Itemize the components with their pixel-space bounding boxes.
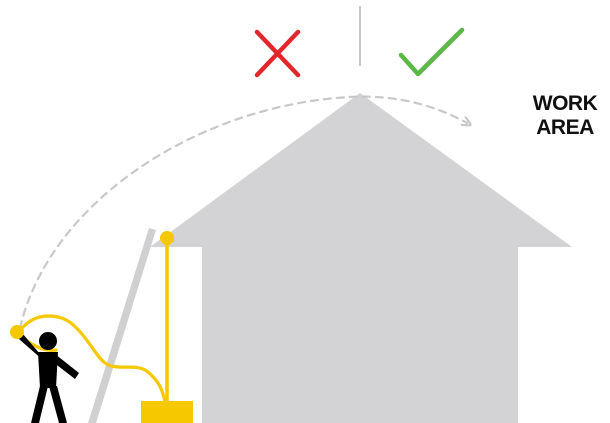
work-area-label-line2: AREA [520, 116, 610, 140]
cross-icon [257, 32, 298, 75]
anchor-top-point [160, 231, 174, 245]
person-figure [19, 332, 79, 423]
person-head [39, 332, 57, 350]
anchor-post [141, 231, 193, 423]
work-area-label: WORK AREA [520, 92, 610, 140]
check-icon [401, 30, 462, 74]
house [150, 93, 572, 423]
work-area-label-line1: WORK [520, 92, 610, 116]
ladder [88, 228, 156, 423]
anchor-base [141, 401, 193, 423]
throw-ball [10, 325, 24, 339]
